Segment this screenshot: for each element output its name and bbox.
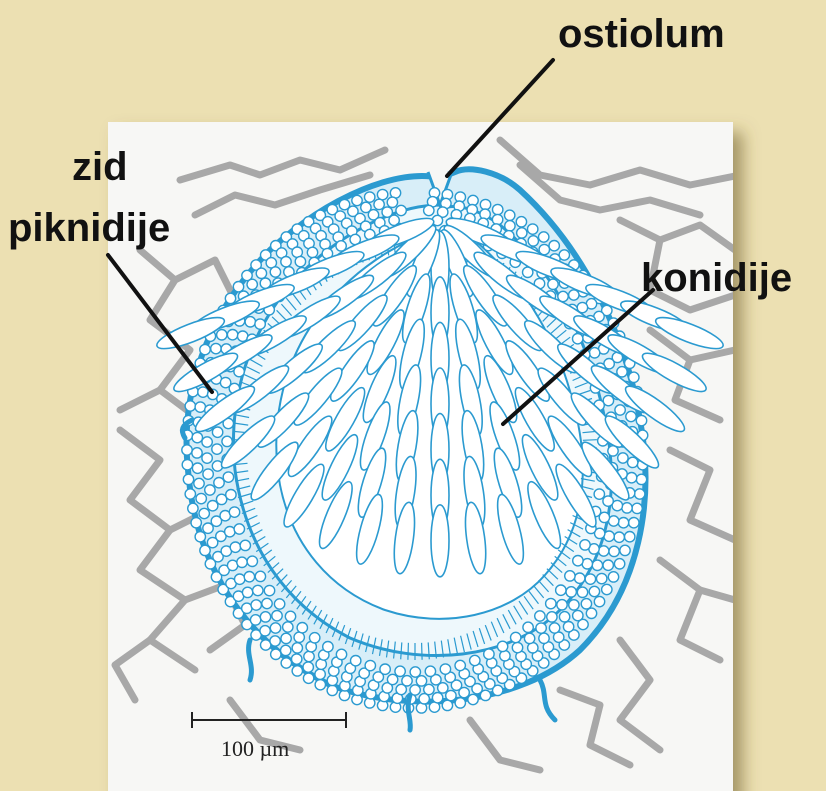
label-zid: zid [72,147,128,187]
label-piknidije: piknidije [8,208,170,248]
label-ostiolum: ostiolum [558,14,725,54]
label-konidije: konidije [641,258,792,298]
scale-bar-label: 100 µm [221,736,289,762]
